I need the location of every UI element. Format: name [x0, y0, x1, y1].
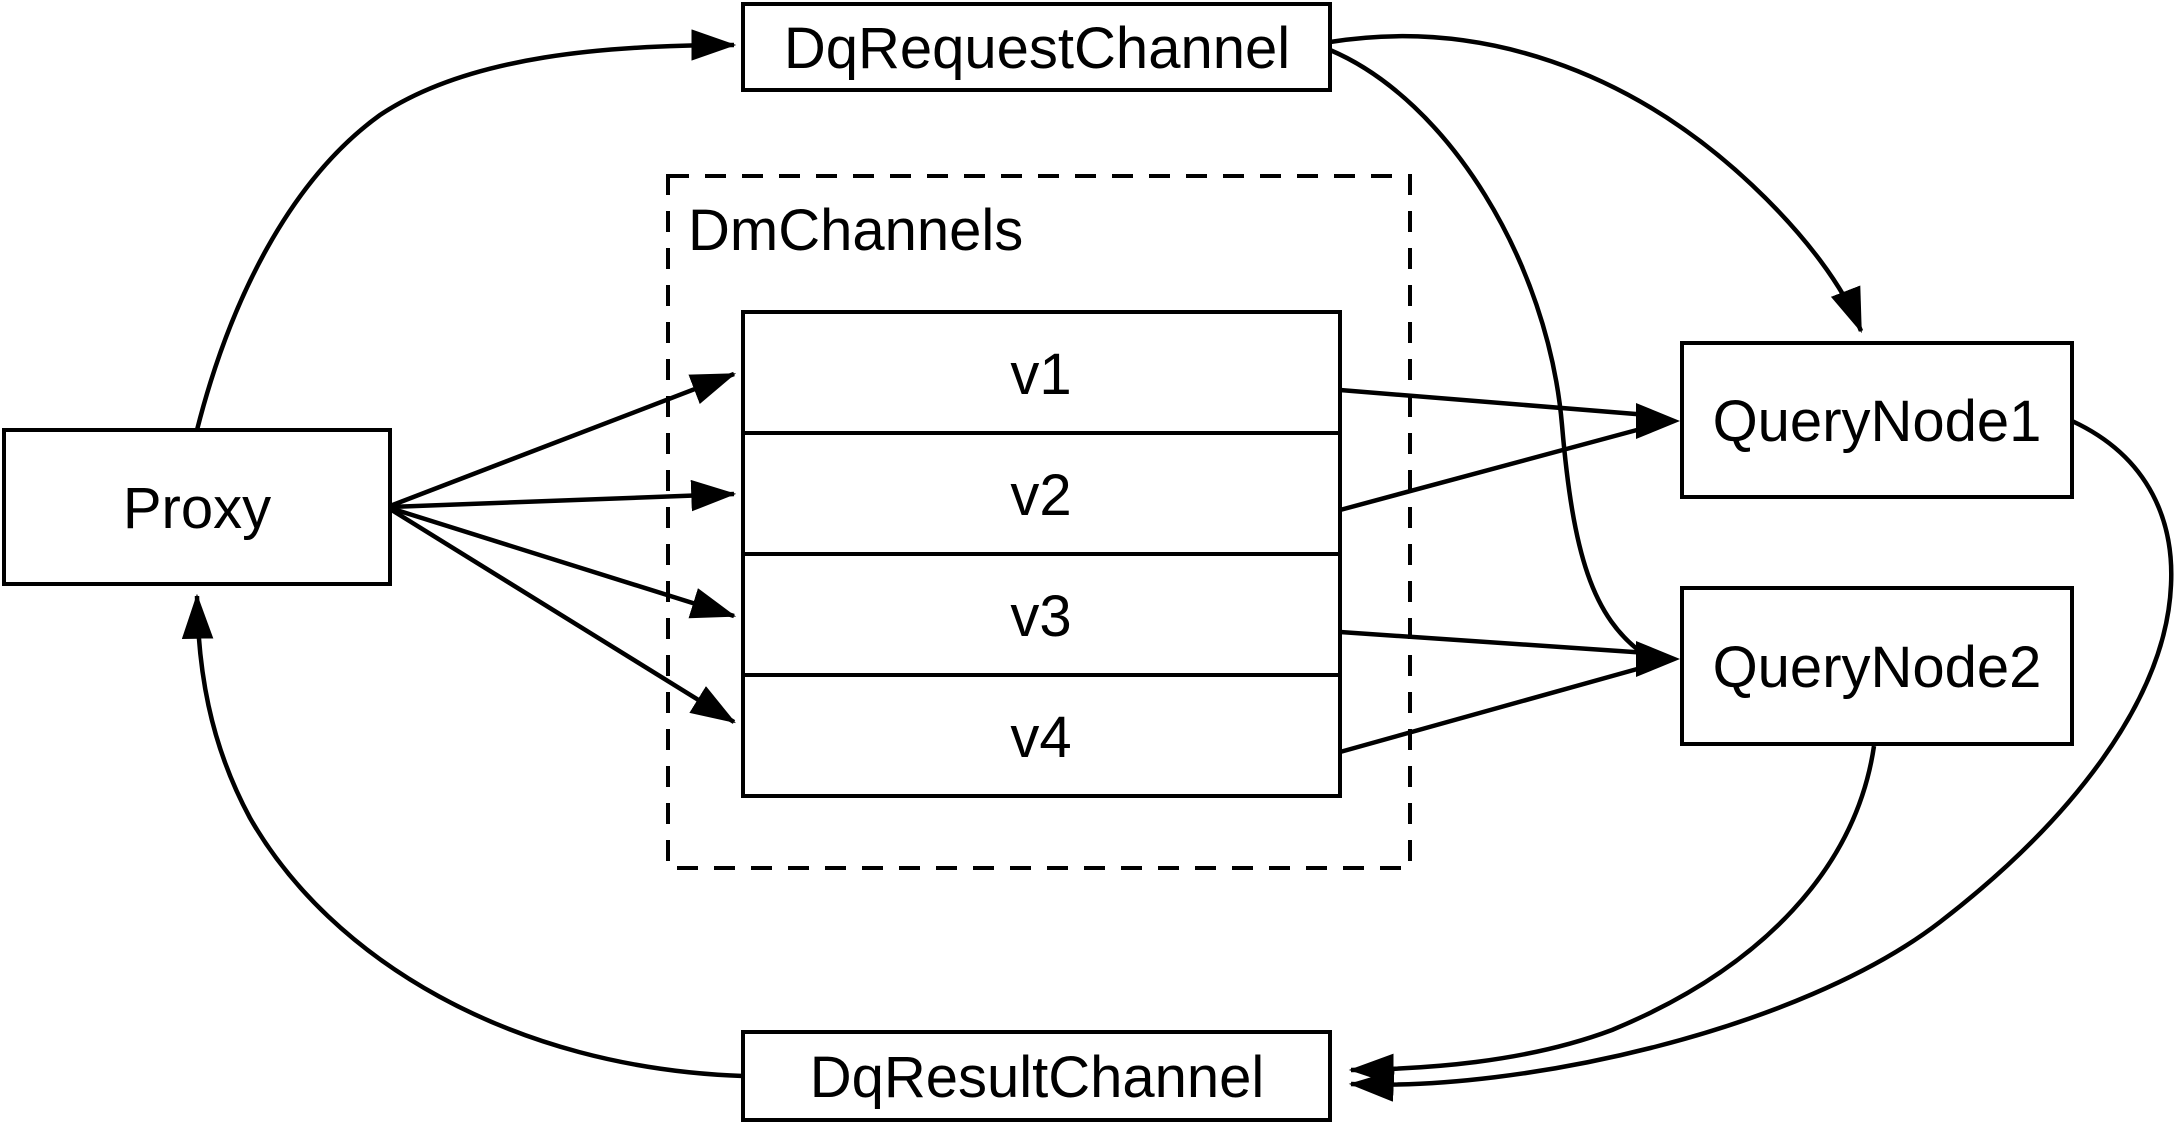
querynode2-box — [1680, 586, 2074, 746]
proxy-label: Proxy — [123, 476, 271, 541]
edge-querynode2-to-dqresultchannel — [1348, 745, 1877, 1086]
edge-proxy-to-v1 — [389, 371, 737, 509]
proxy-box — [2, 428, 392, 586]
edge-v2-to-querynode1 — [1339, 424, 1649, 513]
node-dqrequestchannel: DqRequestChannel — [741, 2, 1332, 92]
node-proxy: Proxy — [2, 428, 392, 586]
arrowhead-into-querynode2 — [1636, 641, 1680, 677]
edge-dqrequestchannel-to-querynode2 — [1329, 47, 1647, 657]
dmchannels-dashed-border — [666, 174, 1412, 870]
dqrequestchannel-label: DqRequestChannel — [784, 16, 1290, 81]
dqrequestchannel-box — [741, 2, 1332, 92]
arrowhead-into-querynode1 — [1636, 403, 1680, 439]
querynode2-label: QueryNode2 — [1713, 635, 2042, 700]
dmchannels-table: v1 v2 v3 v4 — [741, 310, 1342, 798]
edge-v4-to-querynode2 — [1339, 663, 1649, 755]
edge-proxy-to-v2 — [389, 479, 737, 512]
row-label-v2: v2 — [1010, 463, 1071, 528]
edge-dqrequestchannel-to-querynode1 — [1329, 34, 1864, 334]
node-querynode1: QueryNode1 — [1680, 341, 2074, 499]
edge-dqresultchannel-to-proxy — [181, 593, 744, 1079]
dqresultchannel-box — [741, 1030, 1332, 1122]
row-label-v1: v1 — [1010, 342, 1071, 407]
node-dqresultchannel: DqResultChannel — [741, 1030, 1332, 1122]
edge-v1-to-querynode1 — [1339, 387, 1649, 418]
node-querynode2: QueryNode2 — [1680, 586, 2074, 746]
dqresultchannel-label: DqResultChannel — [810, 1045, 1265, 1110]
group-dmchannels: DmChannels v1 v2 v3 v4 — [666, 174, 1412, 870]
row-label-v4: v4 — [1010, 705, 1071, 770]
querynode1-box — [1680, 341, 2074, 499]
edge-proxy-to-v3 — [389, 505, 737, 619]
edge-proxy-to-dqrequestchannel — [194, 29, 737, 431]
querynode1-label: QueryNode1 — [1713, 389, 2042, 454]
edge-v3-to-querynode2 — [1339, 629, 1649, 656]
row-label-v3: v3 — [1010, 584, 1071, 649]
dmchannels-group-label: DmChannels — [688, 198, 1023, 263]
edge-querynode1-to-dqresultchannel — [1348, 418, 2174, 1102]
edge-proxy-to-v4 — [388, 507, 736, 724]
